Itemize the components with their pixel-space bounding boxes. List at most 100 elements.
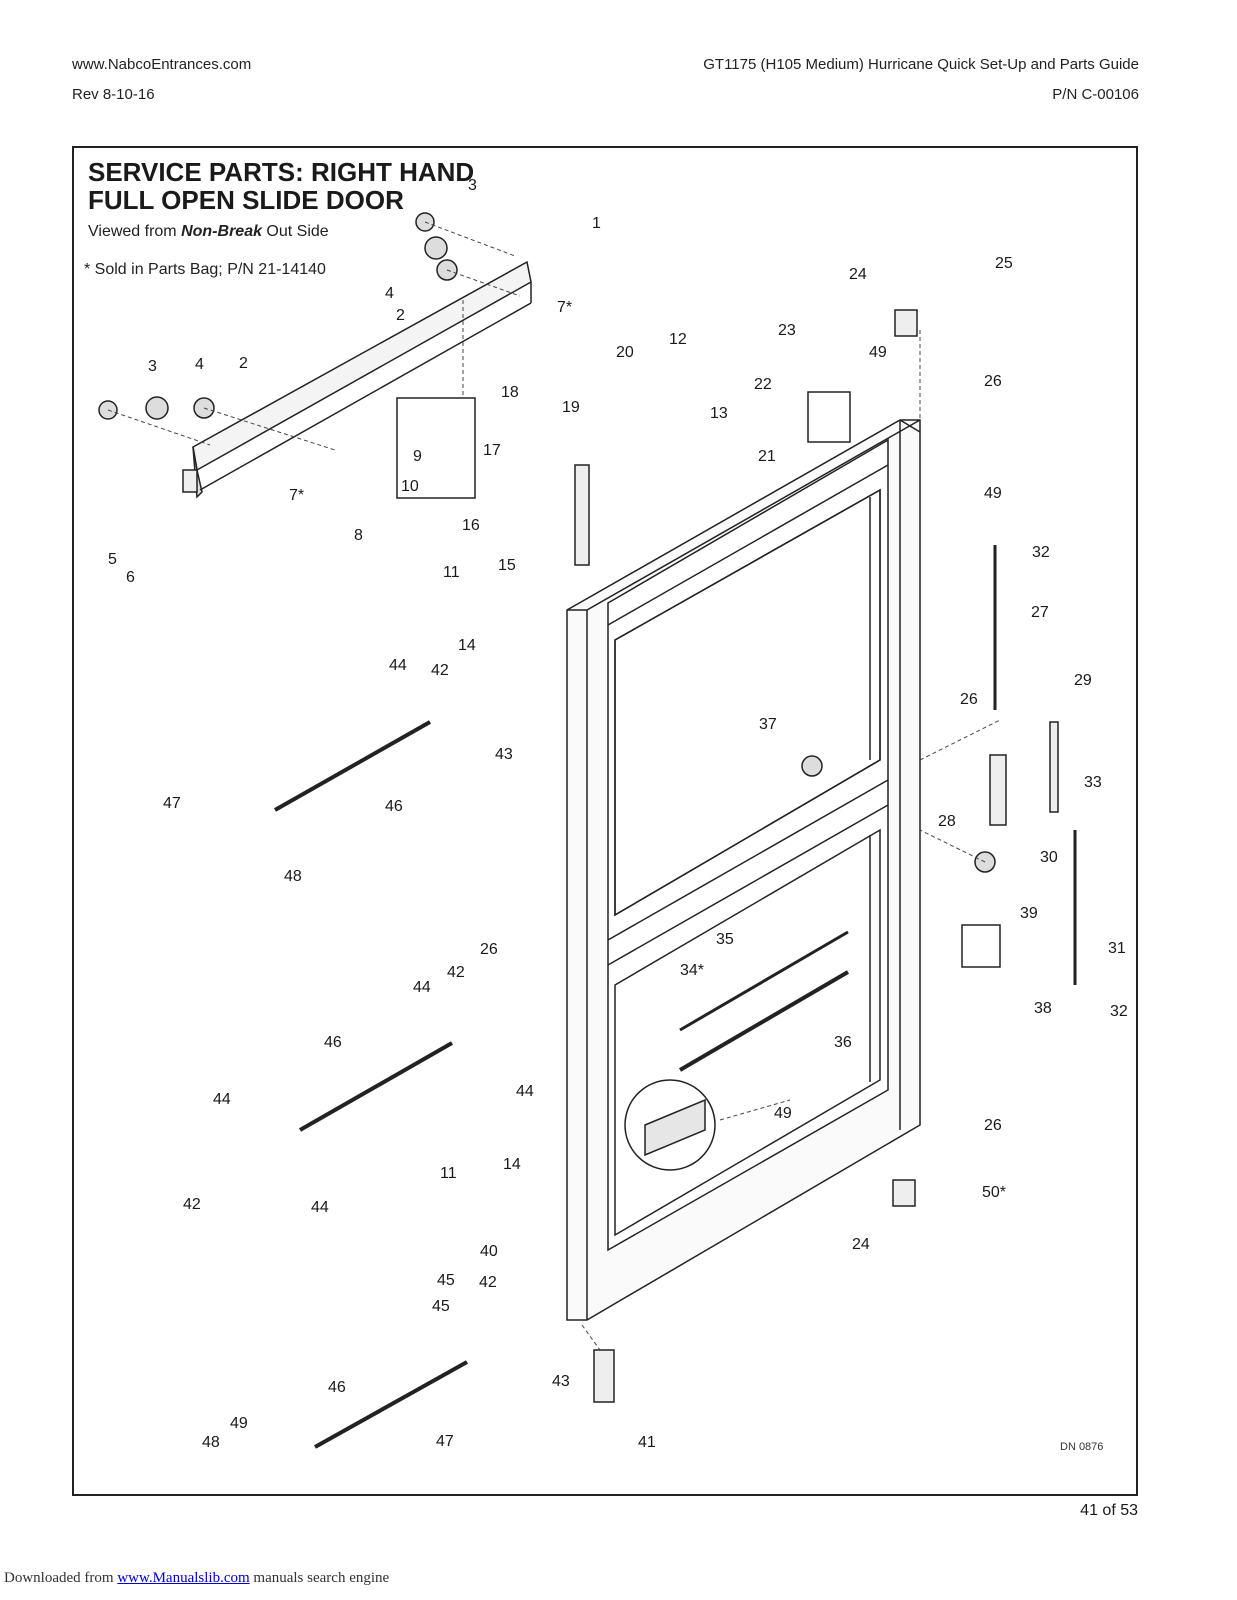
callout: 19 xyxy=(562,399,580,416)
callout: 9 xyxy=(413,448,422,465)
callout: 48 xyxy=(284,868,302,885)
callout: 26 xyxy=(480,941,498,958)
callout: 44 xyxy=(213,1091,231,1108)
part-29 xyxy=(1049,721,1059,813)
title-line-2: FULL OPEN SLIDE DOOR xyxy=(88,185,404,215)
callout: 41 xyxy=(638,1434,656,1451)
callout: 11 xyxy=(443,564,460,581)
callout: 13 xyxy=(710,405,728,422)
callout: 44 xyxy=(413,979,431,996)
callout: 22 xyxy=(754,376,772,393)
callout: 42 xyxy=(447,964,465,981)
callout: 44 xyxy=(311,1199,329,1216)
callout: 42 xyxy=(183,1196,201,1213)
callout: 29 xyxy=(1074,672,1092,689)
door-assembly xyxy=(98,212,1077,1449)
callout: 48 xyxy=(202,1434,220,1451)
callout: 44 xyxy=(389,657,407,674)
callout: 24 xyxy=(849,266,867,283)
part-24-bottom xyxy=(892,1179,916,1207)
callout: 7* xyxy=(557,299,572,316)
callout: 10 xyxy=(401,478,419,495)
callout: 25 xyxy=(995,255,1013,272)
website-url: www.NabcoEntrances.com xyxy=(72,56,252,73)
download-footer: Downloaded from www.Manualslib.com manua… xyxy=(4,1570,389,1587)
detail-box-22 xyxy=(807,391,851,443)
callout: 42 xyxy=(431,662,449,679)
rod-middle xyxy=(299,1041,453,1132)
page-number: 41 of 53 xyxy=(1080,1502,1138,1519)
callout-labels: 1 2 2 3 3 4 4 5 6 7* 7* 8 9 10 11 11 12 … xyxy=(108,177,1128,1451)
manualslib-link[interactable]: www.Manualslib.com xyxy=(117,1570,250,1586)
assembly-leaders xyxy=(107,221,1001,1351)
callout: 31 xyxy=(1108,940,1126,957)
hanger-rail xyxy=(182,260,532,499)
part-36 xyxy=(678,970,850,1072)
callout: 4 xyxy=(195,356,204,373)
callout: 36 xyxy=(834,1034,852,1051)
callout: 5 xyxy=(108,551,117,568)
callout: 33 xyxy=(1084,774,1102,791)
tagline: manuals search engine xyxy=(249,1570,390,1586)
roller-4-top xyxy=(424,236,448,260)
callout: 16 xyxy=(462,517,480,534)
callout: 47 xyxy=(163,795,181,812)
callout: 1 xyxy=(592,215,601,232)
callout: 39 xyxy=(1020,905,1038,922)
callout: 26 xyxy=(984,373,1002,390)
viewed-from-note: Viewed from Non-Break Out Side xyxy=(88,223,329,241)
door-frame xyxy=(566,419,921,1321)
callout: 32 xyxy=(1032,544,1050,561)
callout: 49 xyxy=(774,1105,792,1122)
callout: 12 xyxy=(669,331,687,348)
callout: 49 xyxy=(984,485,1002,502)
revision: Rev 8-10-16 xyxy=(72,86,155,103)
callout: 14 xyxy=(458,637,476,654)
callout: 46 xyxy=(385,798,403,815)
part-19-post xyxy=(574,464,590,566)
callout: 20 xyxy=(616,344,634,361)
callout: 46 xyxy=(324,1034,342,1051)
callout: 23 xyxy=(778,322,796,339)
callout: 14 xyxy=(503,1156,521,1173)
callout: 34* xyxy=(680,962,704,979)
callout: 50* xyxy=(982,1184,1006,1201)
callout: 47 xyxy=(436,1433,454,1450)
title-line-1: SERVICE PARTS: RIGHT HAND xyxy=(88,157,475,187)
downloaded-from: Downloaded from xyxy=(4,1570,118,1586)
callout: 3 xyxy=(468,177,477,194)
callout: 45 xyxy=(432,1298,450,1315)
callout: 37 xyxy=(759,716,777,733)
part-41 xyxy=(593,1349,615,1403)
callout: 42 xyxy=(479,1274,497,1291)
callout: 44 xyxy=(516,1083,534,1100)
callout: 15 xyxy=(498,557,516,574)
callout: 32 xyxy=(1110,1003,1128,1020)
callout: 3 xyxy=(148,358,157,375)
viewed-emphasis: Non-Break xyxy=(181,223,262,240)
viewed-prefix: Viewed from xyxy=(88,223,182,240)
callout: 18 xyxy=(501,384,519,401)
rod-top xyxy=(274,720,431,812)
callout: 17 xyxy=(483,442,501,459)
callout: 35 xyxy=(716,931,734,948)
callout: 43 xyxy=(552,1373,570,1390)
detail-box-9-10 xyxy=(396,397,476,499)
callout: 11 xyxy=(440,1165,457,1182)
callout: 49 xyxy=(869,344,887,361)
callout: 4 xyxy=(385,285,394,302)
part-28 xyxy=(989,754,1007,826)
viewed-suffix: Out Side xyxy=(261,223,329,240)
part-24-top xyxy=(894,309,918,337)
parts-bag-note: * Sold in Parts Bag; P/N 21-14140 xyxy=(84,261,326,278)
callout: 6 xyxy=(126,569,135,586)
callout: 46 xyxy=(328,1379,346,1396)
callout: 40 xyxy=(480,1243,498,1260)
callout: 21 xyxy=(758,448,776,465)
part-37 xyxy=(801,755,823,777)
callout: 49 xyxy=(230,1415,248,1432)
callout: 27 xyxy=(1031,604,1049,621)
diagram-frame xyxy=(72,146,1138,1496)
diagram-title: SERVICE PARTS: RIGHT HAND FULL OPEN SLID… xyxy=(88,158,474,214)
